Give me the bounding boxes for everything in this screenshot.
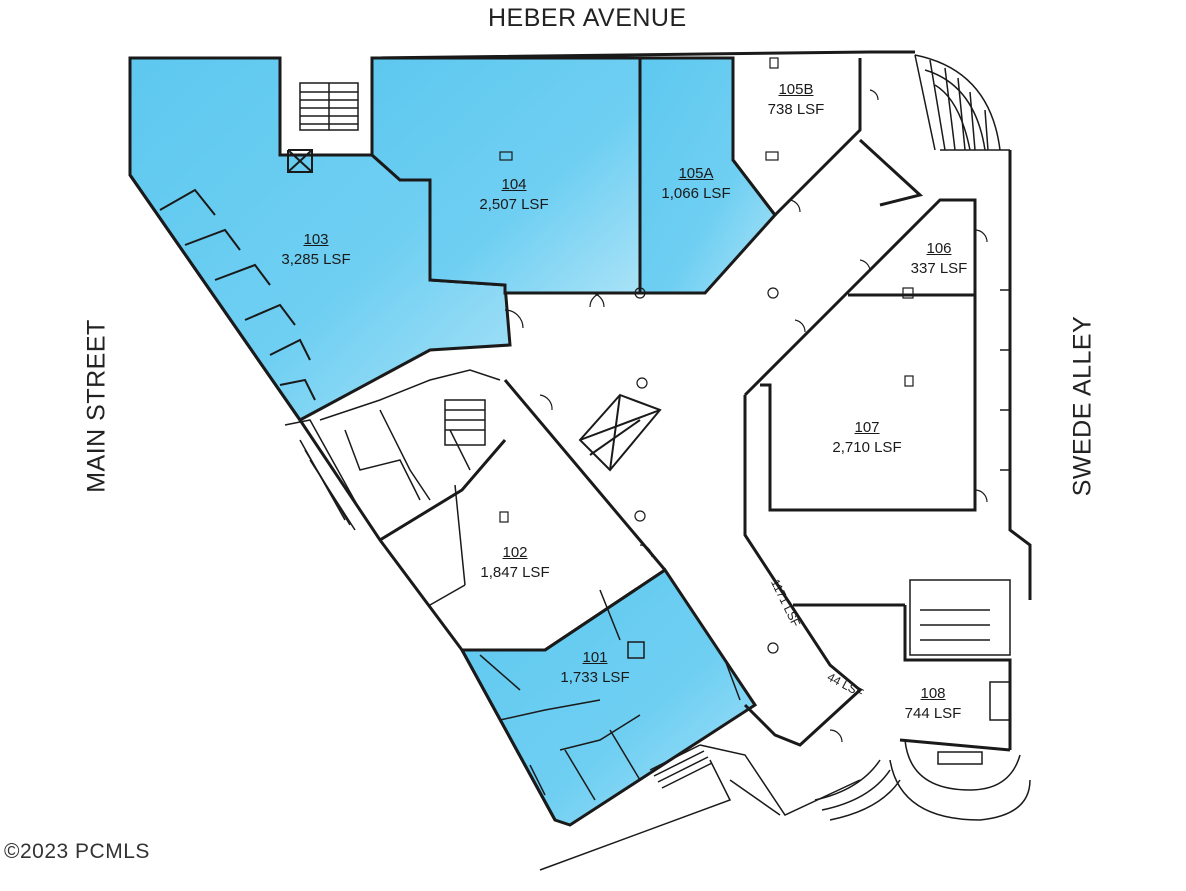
unit-number: 105B: [778, 81, 814, 98]
unit-area: 1,066 LSF: [661, 185, 731, 202]
unit-105b-label[interactable]: 105B 738 LSF: [768, 80, 825, 120]
unit-area: 1,847 LSF: [480, 564, 550, 581]
unit-area: 337 LSF: [910, 260, 968, 277]
unit-area: 744 LSF: [904, 705, 962, 722]
unit-number: 103: [303, 231, 329, 248]
unit-101-label[interactable]: 101 1,733 LSF: [560, 648, 629, 688]
unit-area: 1,733 LSF: [560, 669, 630, 686]
unit-number: 107: [854, 419, 880, 436]
unit-area: 738 LSF: [767, 101, 825, 118]
unit-106-label[interactable]: 106 337 LSF: [911, 239, 968, 279]
unit-number: 105A: [678, 165, 714, 182]
unit-area: 2,710 LSF: [832, 439, 902, 456]
unit-107-label[interactable]: 107 2,710 LSF: [832, 418, 901, 458]
unit-103-label[interactable]: 103 3,285 LSF: [281, 230, 350, 270]
unit-number: 101: [582, 649, 608, 666]
unit-number: 106: [926, 240, 952, 257]
unit-number: 108: [920, 685, 946, 702]
unit-area: 3,285 LSF: [281, 251, 351, 268]
street-label-heber-avenue: HEBER AVENUE: [488, 4, 687, 32]
unit-area: 2,507 LSF: [479, 196, 549, 213]
unit-number: 104: [501, 176, 527, 193]
street-label-swede-alley: SWEDE ALLEY: [1068, 315, 1097, 497]
street-label-main-street: MAIN STREET: [82, 319, 111, 493]
unit-108-label[interactable]: 108 744 LSF: [905, 684, 962, 724]
copyright-text: ©2023 PCMLS: [4, 840, 150, 863]
unit-number: 102: [502, 544, 528, 561]
unit-104-label[interactable]: 104 2,507 LSF: [479, 175, 548, 215]
unit-102-label[interactable]: 102 1,847 LSF: [480, 543, 549, 583]
unit-105a-label[interactable]: 105A 1,066 LSF: [661, 164, 730, 204]
